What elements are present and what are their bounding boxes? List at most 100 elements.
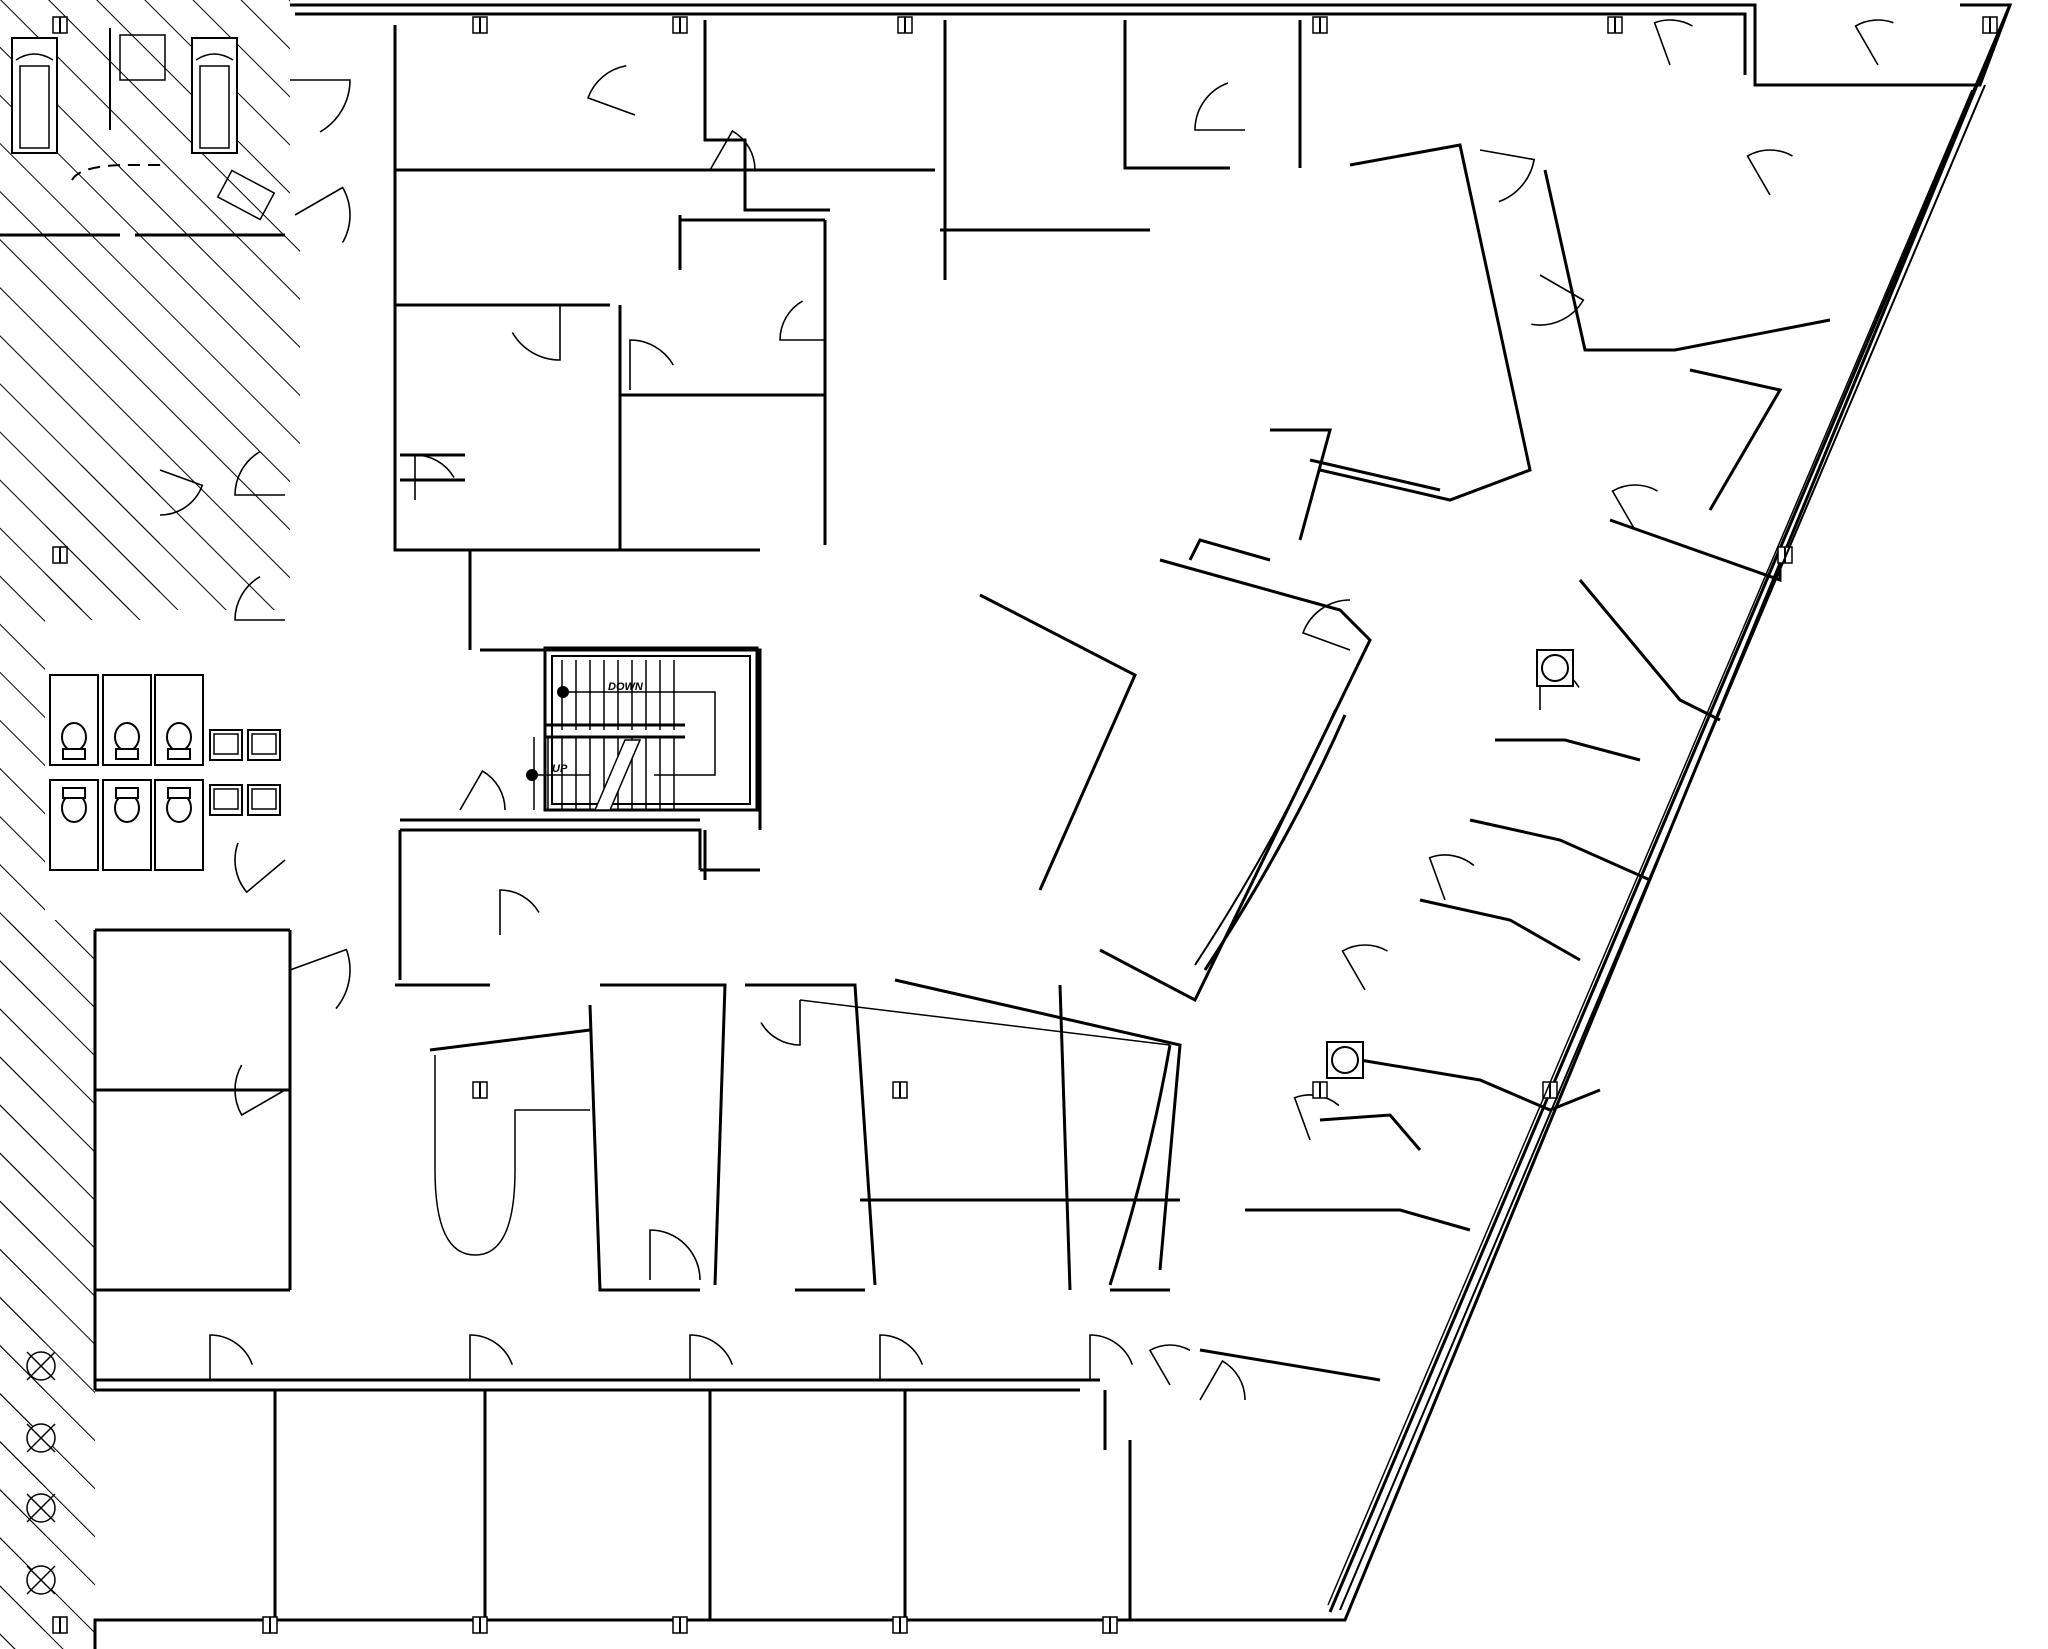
- treadmill: [11, 37, 58, 154]
- interior-wall: [1578, 579, 1721, 722]
- treadmill: [191, 37, 238, 154]
- interior-wall: [1609, 518, 1782, 583]
- door-swing: [879, 1334, 924, 1380]
- office-chair: [26, 1493, 56, 1523]
- toilet-stall: [49, 674, 99, 766]
- exterior-wall: [1328, 3, 2013, 1613]
- structural-column: [472, 16, 488, 34]
- structural-column: [52, 1616, 68, 1634]
- door-swing: [709, 129, 756, 171]
- ex-symbol: [216, 169, 276, 221]
- sink: [209, 784, 243, 816]
- interior-wall: [1469, 818, 1651, 882]
- round-table: [1326, 1041, 1364, 1079]
- interior-wall: [979, 593, 1137, 891]
- interior-wall: [400, 828, 702, 870]
- door-swing: [1428, 854, 1475, 901]
- interior-wall: [1188, 538, 1271, 562]
- door-swing: [1653, 19, 1693, 66]
- sink-icon: [247, 729, 281, 761]
- sink: [209, 729, 243, 761]
- curved-walls: [434, 709, 1347, 1286]
- door-swing-layer: [159, 19, 1894, 1401]
- toilet-icon: [61, 722, 87, 752]
- structural-column: [472, 1616, 488, 1634]
- toilet-tank-icon: [167, 748, 191, 760]
- structural-column: [1777, 546, 1793, 564]
- door-swing: [1199, 1359, 1246, 1401]
- office-chair: [26, 1351, 56, 1381]
- structural-column: [1312, 16, 1328, 34]
- structural-column: [1312, 1081, 1328, 1099]
- door-swing: [234, 842, 286, 894]
- interior-wall: [1099, 558, 1372, 1003]
- exterior-wall: [295, 12, 1747, 75]
- sink-icon: [209, 784, 243, 816]
- door-swing: [586, 64, 636, 116]
- toilet-tank-icon: [115, 748, 139, 760]
- structural-column: [1102, 1616, 1118, 1634]
- interior-wall: [1689, 368, 1783, 511]
- interior-wall: [894, 978, 1182, 1271]
- structural-column: [1607, 16, 1623, 34]
- interior-wall: [1359, 1058, 1601, 1112]
- structural-column: [672, 16, 688, 34]
- structural-column: [52, 16, 68, 34]
- door-swing: [1293, 1094, 1340, 1141]
- toilet-stall: [154, 674, 204, 766]
- stair-break-line: [593, 739, 642, 811]
- interior-wall: [480, 648, 762, 830]
- interior-wall-layer: [93, 20, 1831, 1620]
- interior-wall: [1319, 143, 1532, 502]
- door-swing: [209, 1334, 254, 1380]
- door-swing: [649, 1229, 701, 1281]
- round-table-icon: [1331, 1046, 1359, 1074]
- door-swing: [689, 1334, 734, 1380]
- door-swing: [290, 79, 351, 133]
- toilet-tank-icon: [62, 748, 86, 760]
- sink: [247, 729, 281, 761]
- sink: [247, 784, 281, 816]
- office-chair: [26, 1423, 56, 1453]
- round-table: [1536, 649, 1574, 687]
- door-swing: [234, 1064, 286, 1117]
- toilet-stall: [49, 779, 99, 871]
- treadmill-icon: [191, 37, 238, 154]
- structural-column: [897, 16, 913, 34]
- door-swing: [1089, 1334, 1134, 1380]
- door-swing: [1746, 149, 1793, 196]
- door-swing: [760, 1000, 801, 1046]
- stair-up-label: UP: [552, 763, 568, 775]
- fixture-layer: [11, 16, 1998, 1634]
- stair-down-label: DOWN: [608, 681, 644, 693]
- structural-column: [262, 1616, 278, 1634]
- structural-column: [1542, 1081, 1558, 1099]
- door-swing: [1194, 82, 1245, 131]
- door-swing: [1531, 274, 1585, 326]
- door-swing: [414, 454, 455, 500]
- exterior-wall: [93, 3, 2012, 1649]
- toilet-stall: [102, 779, 152, 871]
- door-swing: [1301, 599, 1351, 651]
- structural-column: [52, 546, 68, 564]
- toilet-icon: [114, 722, 140, 752]
- interior-wall: [1058, 984, 1072, 1291]
- door-swing: [629, 339, 674, 390]
- interior-wall: [1495, 738, 1641, 762]
- interior-wall: [1543, 169, 1831, 352]
- door-swing: [289, 948, 351, 1010]
- structural-column: [892, 1616, 908, 1634]
- door-swing: [1148, 1344, 1191, 1386]
- sink-icon: [247, 784, 281, 816]
- interior-wall: [1270, 428, 1332, 541]
- stair-direction-arrow: [562, 691, 716, 776]
- interior-wall: [703, 20, 830, 212]
- interior-wall: [600, 983, 727, 1286]
- toilet-stall: [102, 674, 152, 766]
- door-swing: [234, 451, 285, 496]
- door-swing: [1854, 19, 1894, 66]
- door-swing: [234, 576, 285, 621]
- toilet-tank-icon: [62, 787, 86, 799]
- interior-wall: [1319, 1113, 1422, 1151]
- door-swing: [469, 1334, 514, 1380]
